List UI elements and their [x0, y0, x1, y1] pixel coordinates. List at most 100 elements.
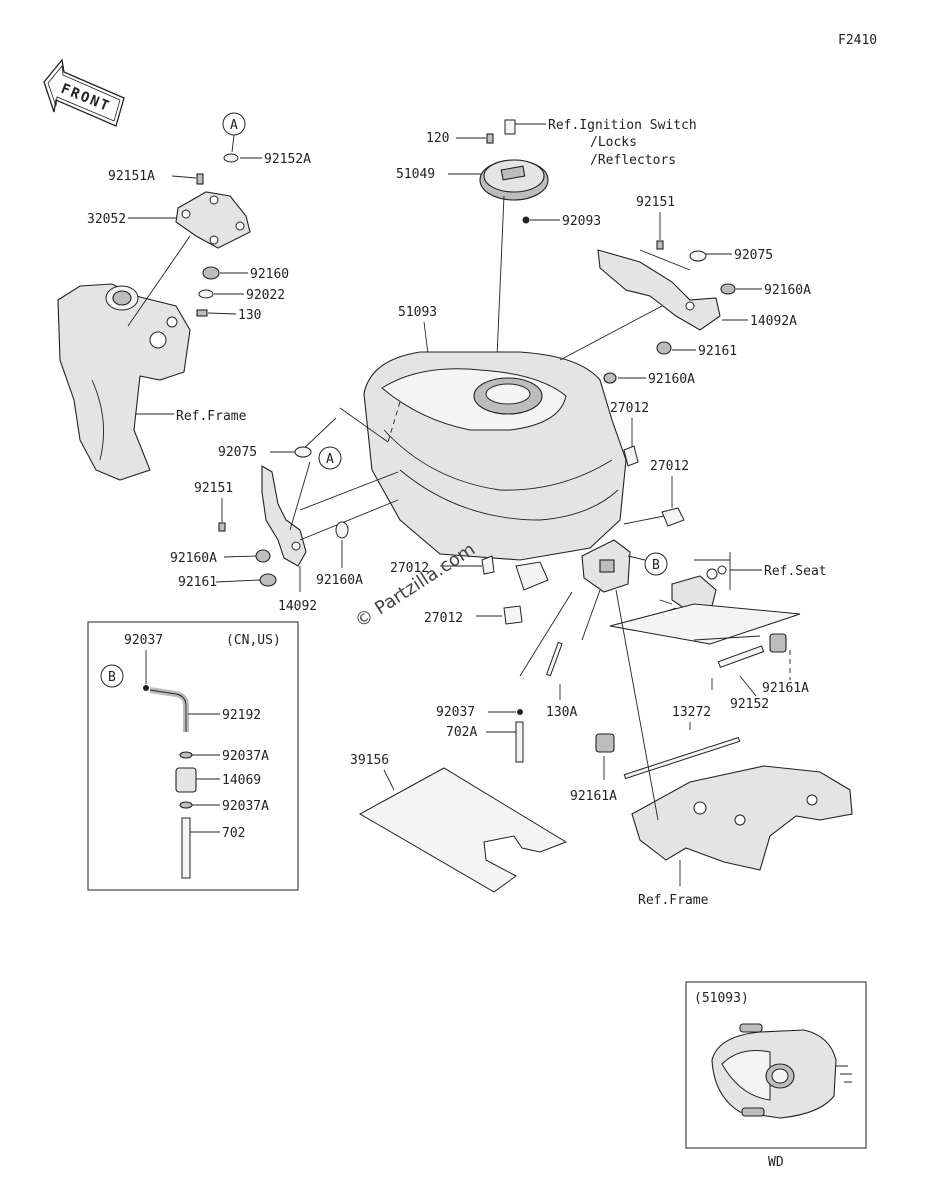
- rear-frame: [631, 765, 853, 871]
- label-92161a-b: 92161A: [570, 789, 617, 804]
- pad-27012-c: [481, 555, 495, 575]
- clamp-92037a-2: [179, 801, 193, 809]
- collar-92022: [198, 289, 214, 299]
- cap-92075-l: [294, 446, 312, 458]
- inset-label-92037: 92037: [124, 633, 163, 648]
- seat-lock-assembly: [659, 565, 727, 613]
- label-92151-r: 92151: [636, 195, 675, 210]
- bolt-92151a: [196, 173, 204, 185]
- washer-92152a: [223, 153, 239, 163]
- label-92093: 92093: [562, 214, 601, 229]
- clamp-92037a-1: [179, 751, 193, 759]
- bracket-14092a: [597, 249, 721, 331]
- front-arrow-icon: FRONT: [43, 58, 125, 127]
- label-27012-d: 27012: [424, 611, 463, 626]
- label-92075-r: 92075: [734, 248, 773, 263]
- label-ref-seat: Ref.Seat: [764, 564, 827, 579]
- inset-label-92192: 92192: [222, 708, 261, 723]
- inset-label-702: 702: [222, 826, 245, 841]
- label-92022: 92022: [246, 288, 285, 303]
- fuel-tank-wd: [711, 1023, 852, 1119]
- frame-left: [57, 283, 191, 481]
- label-ref-frame-2: Ref.Frame: [638, 893, 709, 908]
- callout-circle-b-main: [644, 552, 668, 576]
- label-92160a-l2: 92160A: [316, 573, 363, 588]
- inset-label-14069: 14069: [222, 773, 261, 788]
- bolt-92151-r: [656, 240, 664, 250]
- lock-cylinder: [504, 119, 516, 135]
- collar-92161-r: [656, 341, 672, 355]
- rear-mount-bracket: [581, 539, 631, 593]
- label-14092a: 14092A: [750, 314, 797, 329]
- clip-92037: [517, 709, 523, 715]
- bolt-130a: [546, 641, 563, 677]
- inset-wd-caption: WD: [768, 1155, 784, 1170]
- fuel-tank-51093: [363, 351, 627, 561]
- label-120: 120: [426, 131, 449, 146]
- fuel-cap-51049: [479, 159, 549, 201]
- callout-circle-b-inset: [100, 664, 124, 688]
- label-92152: 92152: [730, 697, 769, 712]
- figure-id: F2410: [838, 33, 877, 48]
- bracket-14092: [261, 465, 307, 567]
- bolt-130: [196, 309, 208, 317]
- inset-label-92037a-2: 92037A: [222, 799, 269, 814]
- label-92161-l: 92161: [178, 575, 217, 590]
- label-27012-a: 27012: [610, 401, 649, 416]
- cap-92075-r: [689, 250, 707, 262]
- pad-39156: [358, 767, 568, 893]
- callout-circle-a-mid: [318, 446, 342, 470]
- label-ref-locks: /Locks: [590, 135, 637, 150]
- label-ref-frame-1: Ref.Frame: [176, 409, 247, 424]
- label-ref-reflectors: /Reflectors: [590, 153, 676, 168]
- bracket-32052: [175, 191, 251, 249]
- label-92151-l: 92151: [194, 481, 233, 496]
- inset-label-92037a-1: 92037A: [222, 749, 269, 764]
- label-ref-ignition: Ref.Ignition Switch: [548, 118, 697, 133]
- rod-92152: [717, 645, 765, 668]
- pad-27012-a: [623, 445, 639, 467]
- damper-92161a-b: [595, 733, 615, 753]
- grommet-92160a-r: [720, 283, 736, 295]
- label-32052: 32052: [87, 212, 126, 227]
- label-27012-c: 27012: [390, 561, 429, 576]
- label-92075-l: 92075: [218, 445, 257, 460]
- label-702a: 702A: [446, 725, 477, 740]
- grommet-92160a-l2: [335, 521, 349, 539]
- label-92160: 92160: [250, 267, 289, 282]
- label-92152a: 92152A: [264, 152, 311, 167]
- pad-27012-b: [661, 507, 685, 527]
- label-92161-r: 92161: [698, 344, 737, 359]
- inset-wd: [685, 981, 867, 1149]
- hose-702: [181, 817, 191, 879]
- clip-92037-inset: [143, 685, 149, 691]
- label-92160a-r: 92160A: [764, 283, 811, 298]
- label-92161a-a: 92161A: [762, 681, 809, 696]
- label-14092: 14092: [278, 599, 317, 614]
- label-130a: 130A: [546, 705, 577, 720]
- damper-92161a-a: [769, 633, 787, 653]
- label-130: 130: [238, 308, 261, 323]
- pad-27012-d: [503, 605, 523, 625]
- label-27012-b: 27012: [650, 459, 689, 474]
- grommet-92160: [202, 266, 220, 280]
- collar-92161-l: [259, 573, 277, 587]
- callout-b-inset: B: [108, 670, 116, 685]
- label-51093: 51093: [398, 305, 437, 320]
- label-51049: 51049: [396, 167, 435, 182]
- pad-27012-big: [515, 561, 549, 591]
- bolt-92151-l: [218, 522, 226, 532]
- label-92037: 92037: [436, 705, 475, 720]
- dash-bracket-line: [609, 603, 801, 645]
- filter-14069: [175, 767, 197, 793]
- grommet-92160a-m: [603, 372, 617, 384]
- callout-a-mid: A: [326, 452, 334, 467]
- band-13272: [623, 736, 741, 780]
- callout-a-top: A: [230, 118, 238, 133]
- inset-wd-title: (51093): [694, 991, 749, 1006]
- label-39156: 39156: [350, 753, 389, 768]
- inset-cn-us: [87, 621, 299, 891]
- inset-region-label: (CN,US): [226, 633, 281, 648]
- label-92160a-m: 92160A: [648, 372, 695, 387]
